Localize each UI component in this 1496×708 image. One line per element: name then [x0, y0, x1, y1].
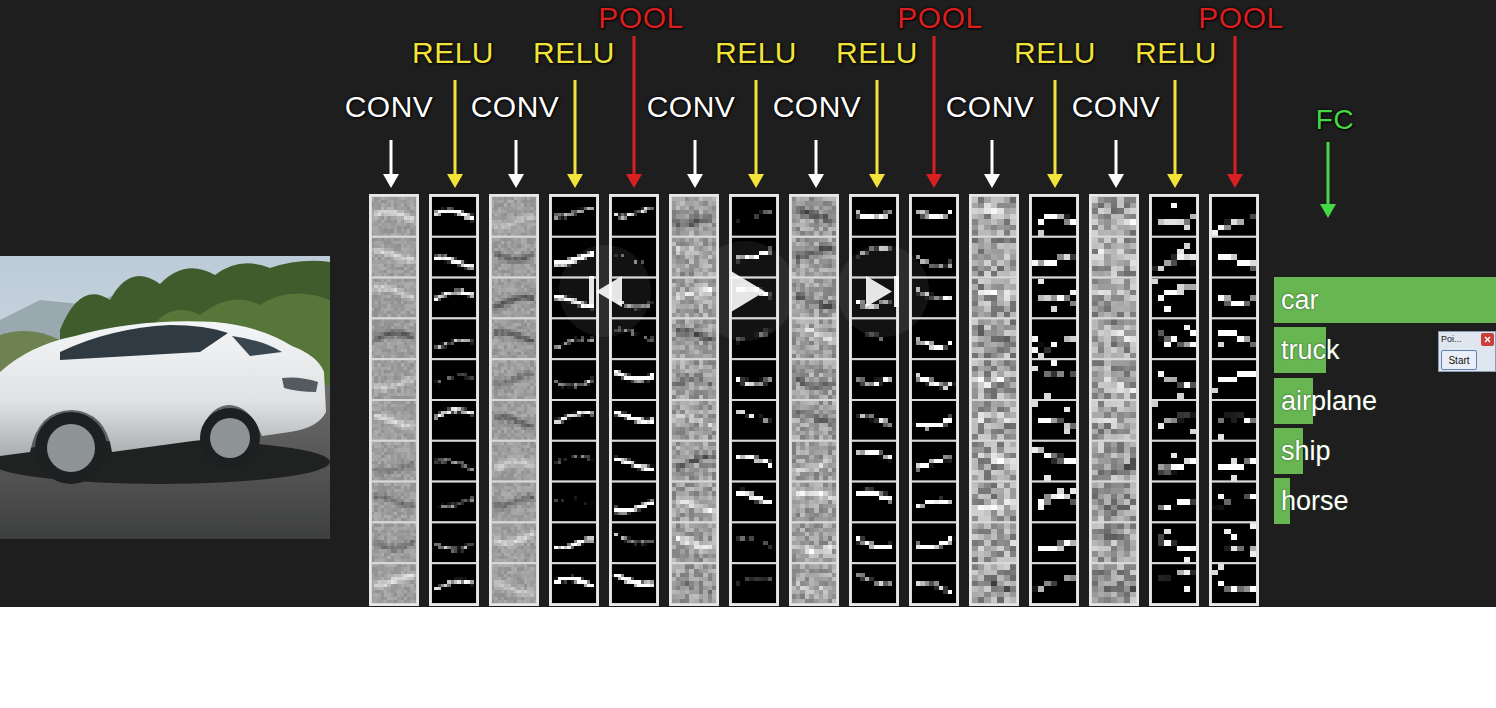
- layer-label: RELU: [836, 38, 918, 68]
- score-bar: ship: [1274, 428, 1496, 474]
- layer-arrow: [1320, 142, 1336, 218]
- score-bar: horse: [1274, 478, 1496, 524]
- feature-map-column: [970, 195, 1018, 605]
- button-label: Start: [1448, 355, 1469, 366]
- layer-label: POOL: [598, 3, 683, 33]
- popup-window: Poi... Start: [1438, 331, 1496, 372]
- feature-map-column: [430, 195, 478, 605]
- layer-label: POOL: [897, 3, 982, 33]
- layer-arrow: [984, 140, 1000, 188]
- layer-arrow: [869, 80, 885, 188]
- layer-arrow: [1047, 80, 1063, 188]
- feature-map-column: [370, 195, 418, 605]
- layer-label: RELU: [715, 38, 797, 68]
- layer-label: CONV: [345, 92, 434, 122]
- car-photo: [0, 256, 330, 539]
- class-label: airplane: [1274, 378, 1496, 424]
- layer-arrow: [1167, 80, 1183, 188]
- layer-arrow: [567, 80, 583, 188]
- layer-arrow: [687, 140, 703, 188]
- layer-label: RELU: [412, 38, 494, 68]
- dark-ground: [0, 0, 1496, 607]
- layer-arrow: [447, 80, 463, 188]
- layer-label: CONV: [647, 92, 736, 122]
- layer-arrow: [383, 140, 399, 188]
- feature-map-column: [910, 195, 958, 605]
- layer-label: CONV: [773, 92, 862, 122]
- layer-arrow: [748, 80, 764, 188]
- class-label: horse: [1274, 478, 1496, 524]
- layer-label: CONV: [946, 92, 1035, 122]
- start-button: Start: [1441, 350, 1477, 370]
- layer-label: RELU: [533, 38, 615, 68]
- feature-map-column: [1210, 195, 1258, 605]
- layer-arrow: [508, 140, 524, 188]
- layer-label: POOL: [1198, 3, 1283, 33]
- score-bar: airplane: [1274, 378, 1496, 424]
- class-label: ship: [1274, 428, 1496, 474]
- layer-label: FC: [1316, 106, 1354, 134]
- layer-arrow: [808, 140, 824, 188]
- score-bar: car: [1274, 277, 1496, 323]
- layer-arrow: [626, 36, 642, 188]
- video-controls: [559, 241, 929, 341]
- class-label: car: [1274, 277, 1496, 323]
- window-title: Poi...: [1439, 332, 1495, 346]
- layer-label: CONV: [471, 92, 560, 122]
- close-button: [1481, 333, 1494, 346]
- layer-arrow: [1227, 36, 1243, 188]
- feature-map-column: [1090, 195, 1138, 605]
- feature-map-column: [1150, 195, 1198, 605]
- layer-label: CONV: [1072, 92, 1161, 122]
- layer-label: RELU: [1014, 38, 1096, 68]
- layer-arrow: [926, 36, 942, 188]
- layer-arrow: [1108, 140, 1124, 188]
- feature-map-column: [490, 195, 538, 605]
- feature-map-column: [1030, 195, 1078, 605]
- layer-label: RELU: [1135, 38, 1217, 68]
- feature-map-column: [790, 195, 838, 605]
